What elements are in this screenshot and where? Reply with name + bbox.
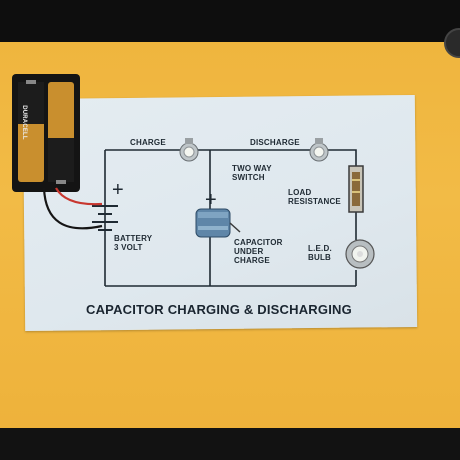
top-border [0,0,460,44]
label-charge: CHARGE [130,138,166,147]
label-led-bulb: L.E.D. BULB [308,244,332,262]
battery-symbol [92,205,118,231]
bottom-border [0,428,460,460]
capacitor-icon [195,208,241,238]
battery-brand-label: DURACELL [20,105,27,140]
black-lead-wire [42,187,103,230]
label-battery: BATTERY 3 VOLT [114,234,153,252]
battery-holder [12,74,80,192]
led-bulb-icon [345,239,375,269]
label-load-resistance: LOAD RESISTANCE [288,188,341,206]
label-plus-capacitor: + [205,189,217,211]
label-discharge: DISCHARGE [250,138,300,147]
wire-top-right [326,149,357,166]
label-capacitor: CAPACITOR UNDER CHARGE [234,238,283,265]
red-lead-wire [55,187,103,206]
diagram-title: CAPACITOR CHARGING & DISCHARGING [86,302,352,317]
label-two-way-switch: TWO WAY SWITCH [232,164,272,182]
charge-switch-icon [179,138,199,162]
discharge-switch-icon [309,138,329,162]
resistor-icon [348,165,364,213]
label-plus-battery: + [112,179,124,201]
